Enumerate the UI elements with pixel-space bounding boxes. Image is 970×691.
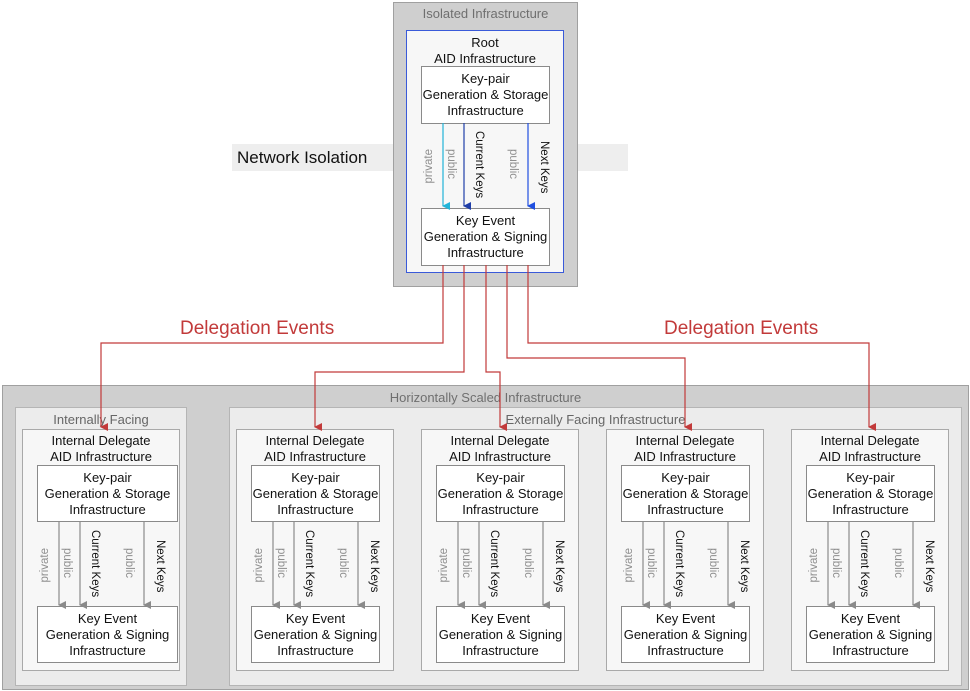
root-next-keys-label: Next Keys [538, 141, 550, 194]
delegate-card: Internal Delegate AID Infrastructure Key… [791, 429, 949, 671]
root-public-label-1: public [445, 149, 457, 180]
delegate-public-label-1: public [460, 548, 472, 579]
delegate-next-keys-label: Next Keys [738, 540, 750, 593]
delegate-next-keys-label: Next Keys [154, 540, 166, 593]
delegate-title: Internal Delegate AID Infrastructure [449, 433, 551, 464]
delegate-private-label: private [623, 548, 635, 583]
delegate-keyevent-box: Key Event Generation & Signing Infrastru… [621, 606, 750, 663]
delegate-keypair-box: Key-pair Generation & Storage Infrastruc… [251, 465, 380, 522]
externally-facing-title: Externally Facing Infrastructure [505, 412, 686, 427]
delegate-card: Internal Delegate AID Infrastructure Key… [606, 429, 764, 671]
delegate-public-label-2: public [892, 548, 904, 579]
delegate-title: Internal Delegate AID Infrastructure [264, 433, 366, 464]
root-public-label-2: public [507, 149, 519, 180]
delegate-current-keys-label: Current Keys [89, 530, 101, 598]
isolated-infrastructure-title: Isolated Infrastructure [422, 6, 549, 21]
delegate-keyevent-box: Key Event Generation & Signing Infrastru… [251, 606, 380, 663]
delegate-public-label-1: public [61, 548, 73, 579]
delegate-title: Internal Delegate AID Infrastructure [819, 433, 921, 464]
delegate-title: Internal Delegate AID Infrastructure [50, 433, 152, 464]
horizontally-scaled-title: Horizontally Scaled Infrastructure [389, 390, 582, 405]
root-aid-card: Root AID Infrastructure Key-pair Generat… [406, 30, 564, 273]
delegate-private-label: private [253, 548, 265, 583]
root-keyevent-box: Key Event Generation & Signing Infrastru… [421, 208, 550, 266]
delegate-public-label-1: public [275, 548, 287, 579]
delegate-keypair-box: Key-pair Generation & Storage Infrastruc… [621, 465, 750, 522]
delegate-next-keys-label: Next Keys [923, 540, 935, 593]
delegate-card: Internal Delegate AID Infrastructure Key… [421, 429, 579, 671]
delegate-public-label-2: public [522, 548, 534, 579]
delegate-keypair-box: Key-pair Generation & Storage Infrastruc… [436, 465, 565, 522]
delegate-next-keys-label: Next Keys [553, 540, 565, 593]
delegate-public-label-2: public [337, 548, 349, 579]
delegate-current-keys-label: Current Keys [303, 530, 315, 598]
delegate-private-label: private [39, 548, 51, 583]
delegate-private-label: private [438, 548, 450, 583]
delegate-keyevent-box: Key Event Generation & Signing Infrastru… [806, 606, 935, 663]
delegate-keypair-box: Key-pair Generation & Storage Infrastruc… [37, 465, 178, 522]
root-keypair-box: Key-pair Generation & Storage Infrastruc… [421, 66, 550, 124]
delegate-current-keys-label: Current Keys [858, 530, 870, 598]
delegate-next-keys-label: Next Keys [368, 540, 380, 593]
delegate-public-label-1: public [830, 548, 842, 579]
delegate-keyevent-box: Key Event Generation & Signing Infrastru… [436, 606, 565, 663]
network-isolation-label: Network Isolation [237, 148, 368, 167]
delegate-private-label: private [808, 548, 820, 583]
delegate-public-label-1: public [645, 548, 657, 579]
root-current-keys-label: Current Keys [473, 131, 485, 199]
delegate-public-label-2: public [707, 548, 719, 579]
delegation-events-label-left: Delegation Events [180, 318, 335, 339]
delegate-keypair-box: Key-pair Generation & Storage Infrastruc… [806, 465, 935, 522]
delegate-keyevent-box: Key Event Generation & Signing Infrastru… [37, 606, 178, 663]
root-private-label: private [423, 149, 435, 184]
delegate-current-keys-label: Current Keys [673, 530, 685, 598]
delegate-card: Internal Delegate AID Infrastructure Key… [236, 429, 394, 671]
delegate-title: Internal Delegate AID Infrastructure [634, 433, 736, 464]
root-aid-title: Root AID Infrastructure [434, 35, 536, 66]
delegation-events-label-right: Delegation Events [664, 318, 819, 339]
delegate-card: Internal Delegate AID Infrastructure Key… [22, 429, 180, 671]
delegate-current-keys-label: Current Keys [488, 530, 500, 598]
delegate-public-label-2: public [123, 548, 135, 579]
